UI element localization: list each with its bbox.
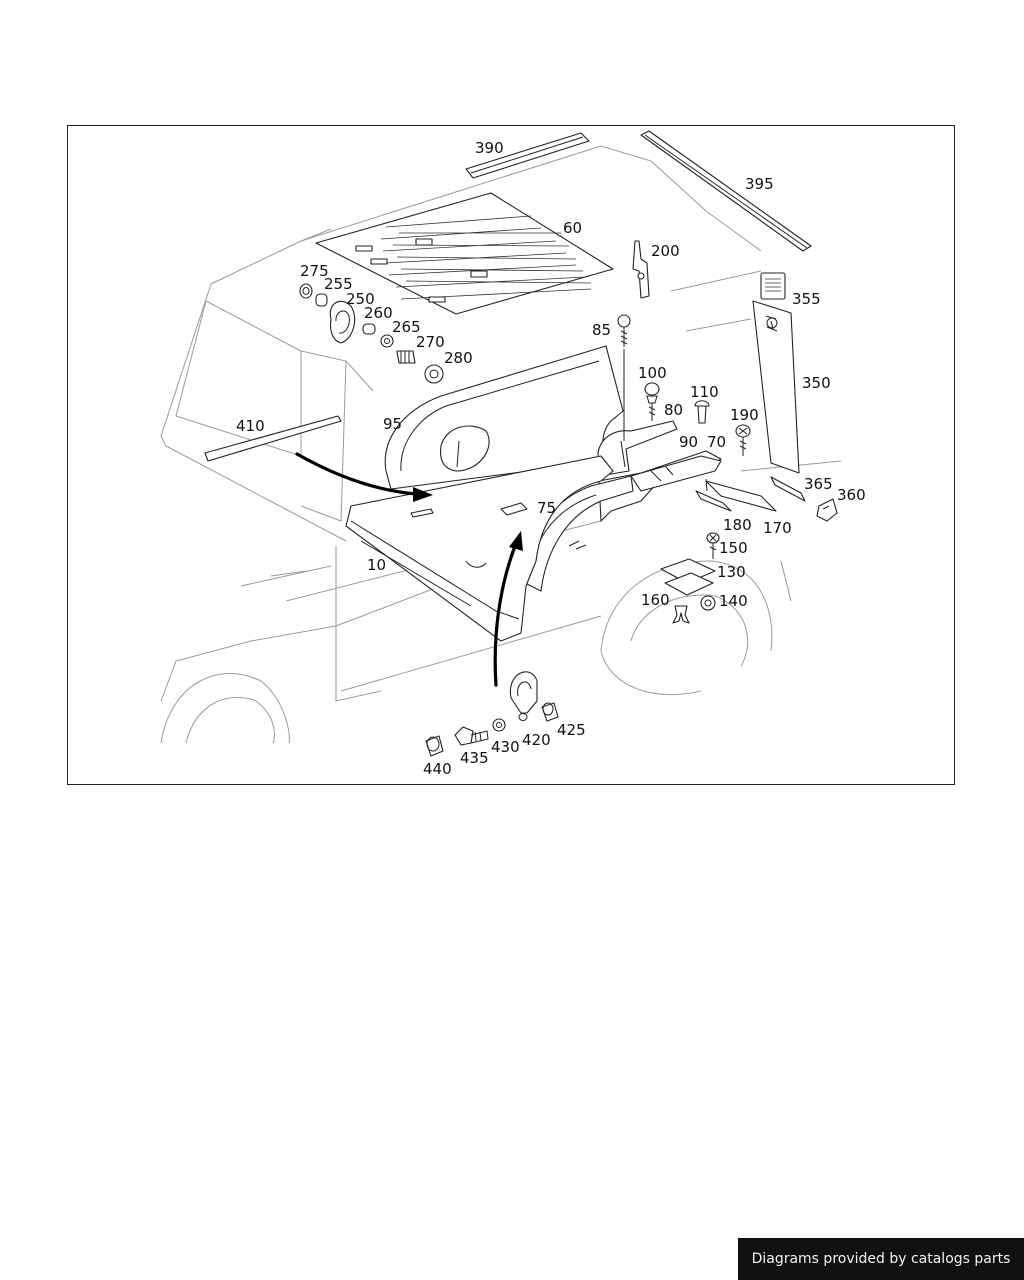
callout-420: 420 [522, 731, 551, 749]
callout-160: 160 [641, 591, 670, 609]
callout-85: 85 [592, 321, 611, 339]
callout-95: 95 [383, 415, 402, 433]
part-85-screw [617, 314, 631, 347]
arrow-head-410 [413, 487, 433, 502]
part-10-floor-panel [345, 455, 614, 642]
part-365-strip [770, 476, 806, 502]
callout-80: 80 [664, 401, 683, 419]
part-160-clip [672, 605, 690, 624]
part-190-screw [735, 424, 751, 456]
callout-360: 360 [837, 486, 866, 504]
callout-440: 440 [423, 760, 452, 778]
part-100-screw [644, 382, 660, 421]
part-80-bracket [597, 420, 678, 477]
diagram-frame: 390 395 60 200 275 255 250 260 265 270 2… [67, 125, 955, 785]
callout-130: 130 [717, 563, 746, 581]
part-75-wheel-housing [520, 450, 722, 592]
callout-255: 255 [324, 275, 353, 293]
callout-430: 430 [491, 738, 520, 756]
callout-260: 260 [364, 304, 393, 322]
part-170-bracket [695, 478, 777, 512]
part-130-cover [660, 558, 716, 596]
callout-270: 270 [416, 333, 445, 351]
callout-265: 265 [392, 318, 421, 336]
callout-170: 170 [763, 519, 792, 537]
assembly-arrows [295, 452, 523, 687]
part-140-nut [700, 595, 716, 611]
callout-200: 200 [651, 242, 680, 260]
fastener-group-upper [299, 283, 444, 384]
callout-350: 350 [802, 374, 831, 392]
callout-110: 110 [690, 383, 719, 401]
arrow-fasteners-to-floor [493, 544, 517, 687]
callout-100: 100 [638, 364, 667, 382]
footer-credit-text: Diagrams provided by catalogs parts [751, 1251, 1011, 1267]
callout-150: 150 [719, 539, 748, 557]
callout-355: 355 [792, 290, 821, 308]
part-150-screw [706, 532, 720, 559]
callout-75: 75 [537, 499, 556, 517]
callout-410: 410 [236, 417, 265, 435]
callout-70: 70 [707, 433, 726, 451]
fastener-group-lower [425, 671, 559, 757]
callout-280: 280 [444, 349, 473, 367]
part-360-clip [816, 498, 838, 522]
arrow-head-lower [509, 531, 523, 551]
part-395-trim-strip [640, 130, 812, 252]
callout-140: 140 [719, 592, 748, 610]
part-350-side-panel [752, 272, 800, 474]
arrow-410-to-floor [295, 452, 418, 496]
callout-90: 90 [679, 433, 698, 451]
callout-labels: 390 395 60 200 275 255 250 260 265 270 2… [236, 139, 866, 778]
callout-435: 435 [460, 749, 489, 767]
part-60-roof-panel [315, 192, 614, 315]
callout-250: 250 [346, 290, 375, 308]
callout-60: 60 [563, 219, 582, 237]
parts-diagram: 390 395 60 200 275 255 250 260 265 270 2… [160, 130, 866, 778]
callout-365: 365 [804, 475, 833, 493]
callout-180: 180 [723, 516, 752, 534]
part-410-strip [204, 415, 342, 462]
callout-390: 390 [475, 139, 504, 157]
part-200-clip [632, 240, 650, 299]
callout-275: 275 [300, 262, 329, 280]
footer-credit-badge: Diagrams provided by catalogs parts [738, 1238, 1024, 1280]
callout-425: 425 [557, 721, 586, 739]
part-390-trim-strip [465, 132, 590, 179]
callout-190: 190 [730, 406, 759, 424]
callout-395: 395 [745, 175, 774, 193]
callout-10: 10 [367, 556, 386, 574]
part-110-rivet [694, 400, 710, 424]
